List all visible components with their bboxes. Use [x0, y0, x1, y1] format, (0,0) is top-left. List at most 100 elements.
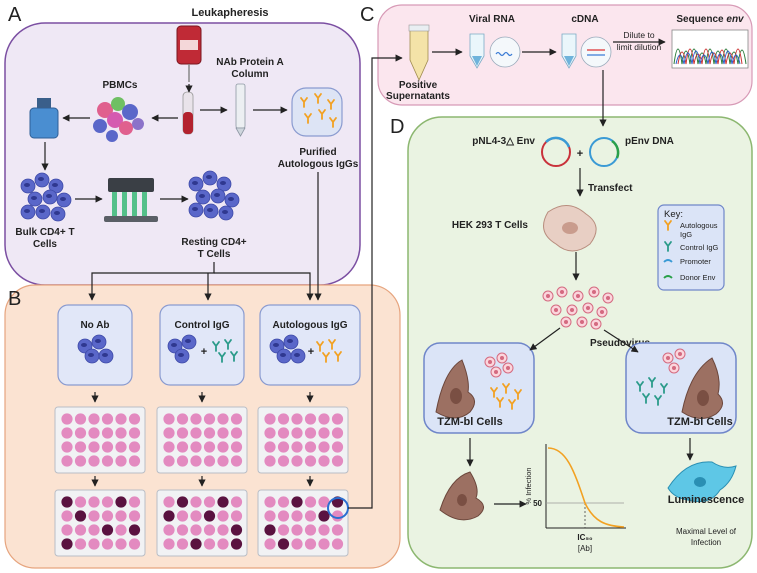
well — [176, 496, 189, 508]
resting-cd4-label-1: Resting CD4+ — [181, 237, 246, 248]
well — [176, 524, 189, 536]
well — [277, 496, 290, 508]
well — [101, 441, 114, 453]
well — [190, 413, 202, 425]
well — [304, 441, 317, 453]
well — [203, 455, 216, 467]
tzm-right-label: TZM-bl Cells — [667, 416, 732, 428]
well — [128, 510, 141, 522]
panel-label-d: D — [390, 116, 404, 138]
well — [217, 524, 229, 536]
well — [128, 524, 141, 536]
well — [291, 455, 303, 467]
transfect-label: Transfect — [588, 183, 633, 194]
well — [277, 524, 290, 536]
well — [61, 441, 73, 453]
well — [74, 441, 87, 453]
well — [176, 538, 189, 550]
well — [264, 413, 276, 425]
well — [217, 413, 229, 425]
hek-label: HEK 293 T Cells — [452, 220, 529, 231]
well — [115, 413, 127, 425]
panel-d-arrows — [466, 168, 694, 508]
well — [291, 524, 303, 536]
well — [74, 538, 87, 550]
well — [61, 524, 73, 536]
graph-ab-label: [Ab] — [578, 544, 592, 553]
well — [128, 538, 141, 550]
well — [230, 455, 243, 467]
dilute-label-1: Dilute to — [623, 30, 654, 40]
well — [217, 427, 229, 439]
panel-b-arrows — [91, 392, 314, 487]
well-plate — [54, 489, 146, 557]
well-plate — [156, 406, 248, 474]
well — [217, 455, 229, 467]
sequence-env-label: Sequence env — [676, 14, 745, 25]
well — [163, 427, 175, 439]
plus-sign-control: + — [201, 346, 207, 358]
well — [176, 510, 189, 522]
well — [163, 524, 175, 536]
leukapheresis-label: Leukapheresis — [191, 7, 268, 19]
well — [217, 538, 229, 550]
well — [101, 496, 114, 508]
maximal-label-2: Infection — [691, 538, 721, 547]
well — [318, 441, 330, 453]
well — [331, 427, 344, 439]
purified-igg-label-1: Purified — [299, 147, 336, 158]
panel-label-a: A — [8, 4, 22, 26]
well — [304, 538, 317, 550]
well — [264, 441, 276, 453]
well — [190, 524, 202, 536]
well — [163, 413, 175, 425]
well — [176, 455, 189, 467]
well-plate — [156, 489, 248, 557]
well — [74, 510, 87, 522]
well — [277, 413, 290, 425]
well — [318, 496, 330, 508]
purified-igg-icon — [291, 87, 343, 137]
well-plates — [54, 406, 349, 557]
well — [264, 538, 276, 550]
chromatogram-icon — [671, 29, 749, 69]
tzm-right-box — [625, 342, 737, 434]
infected-cell-icon — [439, 471, 484, 521]
well — [88, 455, 100, 467]
well — [190, 441, 202, 453]
well — [331, 455, 344, 467]
well — [74, 427, 87, 439]
key-item-control: Control IgG — [680, 243, 719, 252]
viral-rna-label: Viral RNA — [469, 14, 515, 25]
well — [203, 413, 216, 425]
well — [331, 413, 344, 425]
hek-cell-icon — [543, 205, 597, 252]
luminescence-label: Luminescence — [668, 494, 744, 506]
well — [304, 427, 317, 439]
well — [88, 413, 100, 425]
well — [230, 441, 243, 453]
well — [277, 538, 290, 550]
condition-box-autologous-igg — [259, 304, 361, 386]
well — [304, 413, 317, 425]
well — [74, 413, 87, 425]
well — [115, 496, 127, 508]
well — [230, 496, 243, 508]
well — [291, 441, 303, 453]
graph-ic50-label: IC₅₀ — [577, 533, 593, 542]
well — [115, 441, 127, 453]
well-plate — [54, 406, 146, 474]
well — [318, 427, 330, 439]
penv-label: pEnv DNA — [625, 136, 674, 147]
panel-label-c: C — [360, 4, 374, 26]
well — [128, 455, 141, 467]
connector-to-panel-c — [348, 54, 403, 509]
well — [331, 538, 344, 550]
well — [176, 413, 189, 425]
well — [203, 441, 216, 453]
well — [115, 524, 127, 536]
well — [128, 441, 141, 453]
cdna-tube-icon — [561, 33, 612, 69]
well — [115, 510, 127, 522]
well — [61, 510, 73, 522]
